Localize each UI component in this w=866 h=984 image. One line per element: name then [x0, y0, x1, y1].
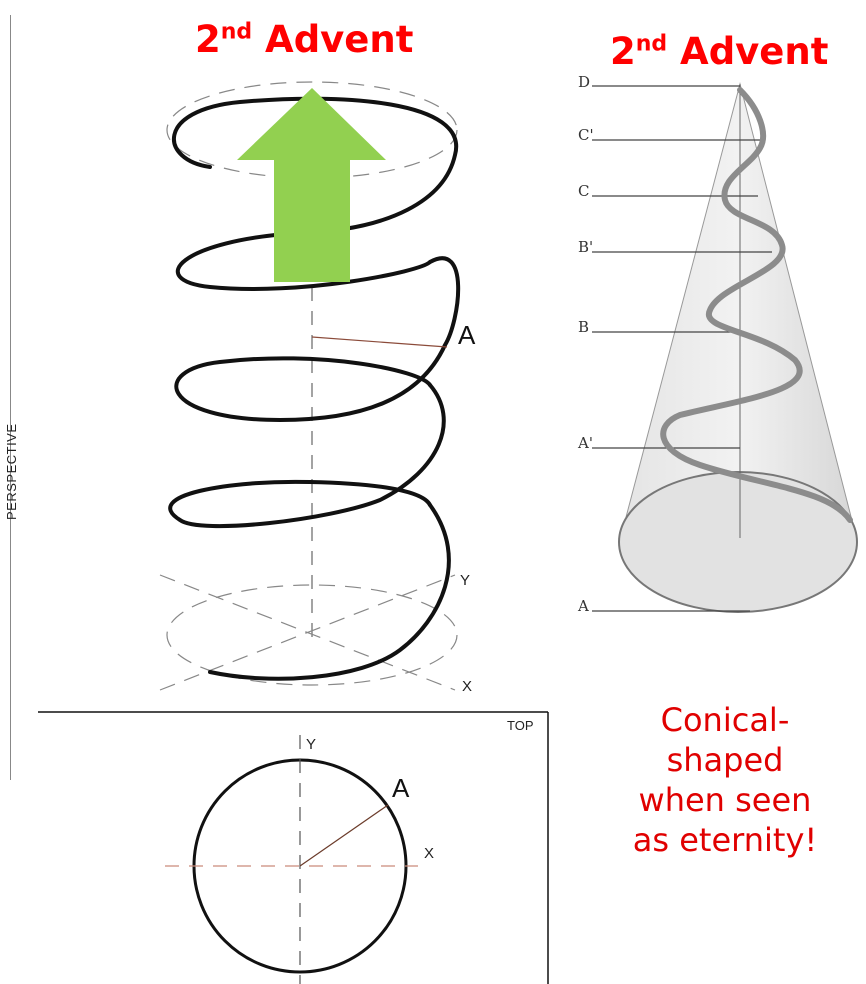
left-title-number: 2: [195, 18, 221, 61]
left-title-text: Advent: [252, 18, 414, 61]
cone-label-a: A: [578, 597, 589, 615]
cone-base: [618, 471, 858, 613]
top-view-point-a-label: A: [392, 773, 410, 803]
top-view-label: TOP: [507, 718, 534, 733]
caption: Conical- shaped when seen as eternity!: [610, 700, 840, 860]
helix-x-axis-dashed: [159, 574, 456, 691]
cone-spiral: [660, 87, 853, 523]
helix-radius-line: [311, 336, 448, 348]
helix-spiral: [168, 96, 461, 681]
caption-line-2: shaped: [666, 741, 784, 779]
top-view-x-label: X: [424, 845, 435, 862]
helix-y-label: Y: [460, 572, 471, 589]
caption-line-4: as eternity!: [632, 821, 818, 859]
right-title-number: 2: [610, 30, 636, 73]
cone-level-lines: [592, 85, 772, 612]
cone-label-b: B: [578, 318, 590, 336]
left-title: 2nd Advent: [195, 18, 413, 61]
helix-bottom-ellipse: [166, 584, 458, 686]
cone-label-a-prime: A': [578, 434, 593, 452]
helix-point-a-label: A: [458, 320, 476, 350]
caption-line-1: Conical-: [660, 701, 790, 739]
top-view-y-label: Y: [306, 736, 317, 753]
up-arrow-icon: [237, 88, 386, 282]
caption-line-3: when seen: [638, 781, 812, 819]
right-title: 2nd Advent: [610, 30, 828, 73]
cone-label-c: C: [578, 182, 590, 200]
cone-label-d: D: [578, 73, 591, 91]
left-border-line: [10, 15, 11, 780]
right-title-suffix: nd: [635, 31, 668, 57]
left-title-suffix: nd: [220, 19, 253, 45]
top-view-radius-line: [299, 804, 389, 867]
cone-label-c-prime: C': [578, 126, 594, 144]
right-title-text: Advent: [667, 30, 829, 73]
cone-diagram: [592, 82, 858, 613]
cone-label-b-prime: B': [578, 238, 594, 256]
helix-x-label: X: [462, 678, 473, 695]
